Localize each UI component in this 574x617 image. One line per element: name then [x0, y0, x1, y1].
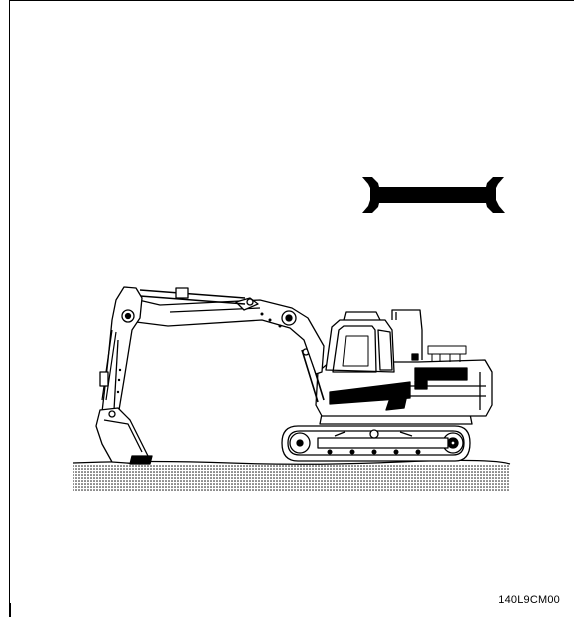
ground	[72, 459, 511, 492]
wrench-icon	[362, 177, 505, 213]
excavator-illustration	[95, 286, 493, 465]
figure-code: 140L9CM00	[498, 594, 560, 606]
page-frame	[9, 0, 574, 603]
frame-stub	[9, 603, 11, 617]
